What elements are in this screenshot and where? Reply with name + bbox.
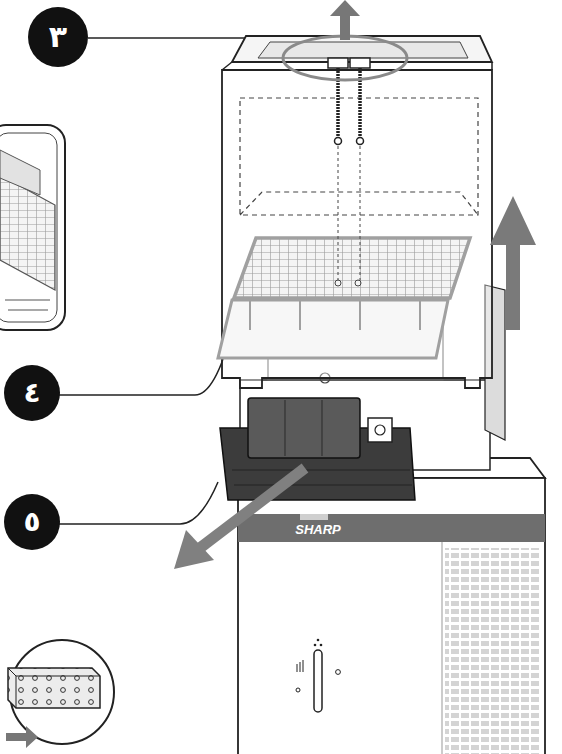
filter-inset-part (5, 300, 50, 310)
filter-cartridge-part (368, 418, 392, 442)
base-unit-part (314, 644, 317, 647)
base-unit-part (314, 650, 322, 712)
filter-inset (0, 125, 65, 330)
callout-number: ٥ (23, 508, 40, 536)
water-tank-part (258, 42, 468, 58)
pull-arrow-part (196, 468, 305, 551)
screws-part (338, 140, 360, 280)
base-unit-part (336, 670, 341, 675)
callout-number: ٤ (23, 379, 40, 407)
water-tank-part (240, 98, 478, 215)
water-tank-part (491, 62, 493, 70)
release-marker (283, 0, 407, 80)
filter-inset-part (0, 175, 55, 290)
filter-cartridge-part (375, 425, 385, 435)
callout-number: ٣ (49, 22, 67, 52)
release-marker-part (340, 14, 350, 40)
cartridge-inset-part (6, 726, 38, 748)
release-marker-part (330, 0, 360, 16)
pull-arrow (174, 468, 305, 569)
filter-cartridge-part (248, 398, 360, 458)
screws-part (350, 58, 370, 68)
callout-badges-part (28, 7, 88, 67)
brand-logo: SHARP (295, 523, 341, 536)
tray-part (355, 280, 361, 286)
tray-part (218, 300, 448, 358)
screws-part (335, 138, 342, 145)
filter-inset-part (0, 125, 65, 330)
screws-part (357, 138, 364, 145)
base-unit-part (238, 514, 545, 542)
base-unit-part (300, 514, 328, 520)
base-unit-part (297, 660, 303, 672)
screws-part (328, 58, 348, 68)
tray-part (250, 298, 420, 330)
screws (328, 58, 370, 280)
pull-arrow-part (174, 530, 214, 569)
callout-badges-part (58, 330, 232, 395)
tray-part (335, 280, 341, 286)
base-unit-part (296, 688, 300, 692)
callout-badges-part (4, 494, 60, 550)
release-marker-part (283, 36, 407, 80)
callout-badges-part (58, 482, 218, 524)
cartridge-inset-part (8, 668, 100, 708)
base-unit-part (442, 542, 443, 754)
water-tank-part (222, 62, 232, 70)
lift-arrow (490, 196, 536, 330)
base-unit-part (317, 639, 320, 642)
tray (218, 238, 470, 358)
cartridge-inset-part (8, 668, 100, 708)
lift-arrow-part (490, 196, 536, 330)
filter-cartridge-part (232, 470, 412, 485)
base-unit (238, 458, 545, 754)
base-unit-part (445, 548, 541, 754)
callout-badges-part (4, 365, 60, 421)
base-unit-part (238, 478, 545, 754)
filter-inset-part (0, 133, 57, 322)
filter-cartridge-part (285, 400, 322, 456)
tray-part (234, 238, 470, 298)
base-unit-part (320, 644, 323, 647)
filter-inset-part (0, 150, 40, 195)
cartridge-inset (6, 640, 114, 748)
filter-cartridge (220, 398, 415, 500)
